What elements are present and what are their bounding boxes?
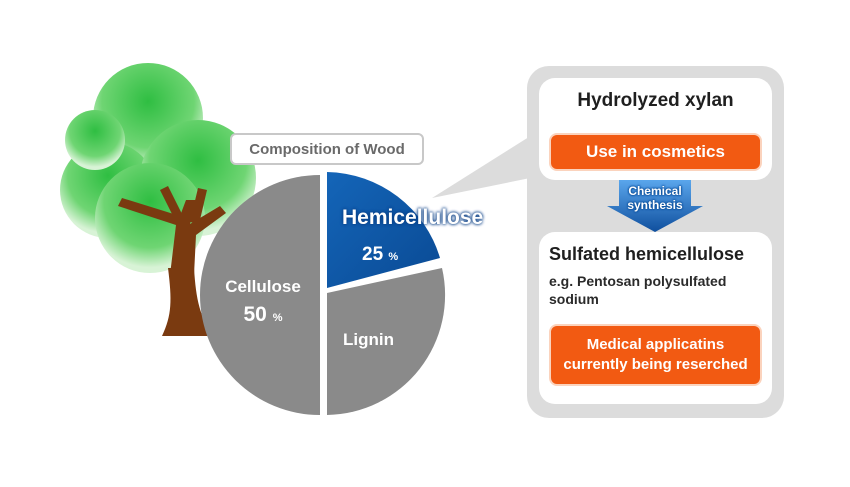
lignin-label: Lignin (343, 330, 394, 349)
chemical-synthesis-line-1: Chemical (628, 184, 682, 198)
chemical-synthesis-line-2: synthesis (627, 198, 683, 212)
cellulose-percent-value: 50 (243, 303, 267, 326)
hemicellulose-percent-value: 25 (362, 244, 384, 265)
sulfated-hemicellulose-card: Sulfated hemicellulose e.g. Pentosan pol… (539, 232, 772, 404)
sulfated-hemicellulose-heading: Sulfated hemicellulose (549, 244, 745, 264)
hemicellulose-percent-unit: % (388, 251, 399, 263)
pie-slice-lignin (327, 268, 446, 415)
composition-title-label: Composition of Wood (230, 133, 424, 165)
hemicellulose-percent: 25 % (362, 244, 398, 266)
hydrolyzed-xylan-heading: Hydrolyzed xylan (577, 90, 734, 111)
pie-slice-hemicellulose (327, 172, 440, 288)
cellulose-percent: 50 % (232, 303, 294, 327)
composition-pie-chart (200, 172, 446, 415)
pie-slice-cellulose (200, 175, 320, 415)
cellulose-percent-unit: % (272, 312, 283, 324)
hydrolyzed-xylan-card: Hydrolyzed xylan Use in cosmetics (539, 78, 772, 180)
hemicellulose-label: Hemicellulose (342, 206, 484, 229)
cellulose-label: Cellulose (225, 277, 301, 296)
callout-pointer (432, 130, 540, 198)
applications-panel: Hydrolyzed xylan Use in cosmetics Chemic… (527, 66, 784, 418)
chemical-synthesis-label: Chemical synthesis (615, 184, 695, 212)
tree-trunk-icon (118, 186, 226, 336)
medical-applications-badge: Medical applicatins currently being rese… (549, 324, 762, 386)
use-in-cosmetics-badge: Use in cosmetics (549, 133, 762, 171)
pentosan-example-text: e.g. Pentosan polysulfated sodium (549, 273, 727, 307)
chemical-synthesis-arrow-icon (607, 180, 703, 232)
